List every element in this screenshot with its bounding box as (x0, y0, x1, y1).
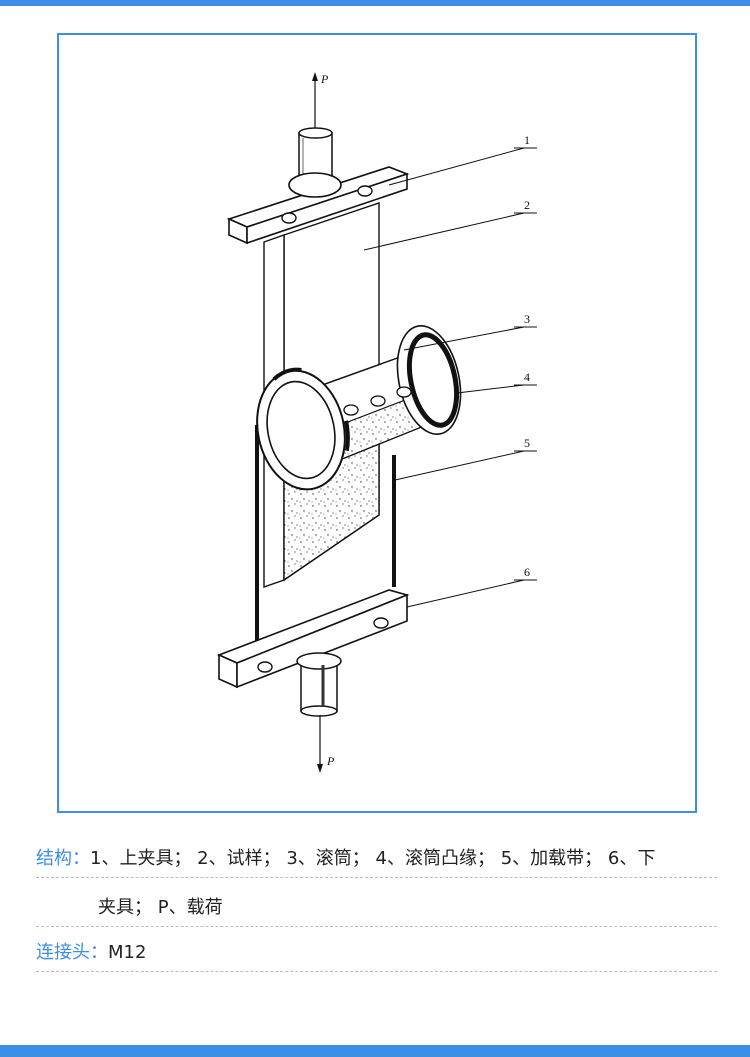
bottom-accent-bar (0, 1045, 750, 1057)
part-label-6: 6 (524, 565, 530, 579)
structure-line-continued: 夹具； P、载荷 (36, 896, 717, 927)
bottom-load-label: P (326, 754, 335, 768)
loading-belt (255, 425, 396, 650)
structure-label: 结构： (36, 848, 90, 869)
callout-3: 3 (403, 312, 537, 351)
callout-5: 5 (394, 436, 537, 481)
connector-line: 连接头：M12 (36, 941, 717, 972)
part-label-4: 4 (524, 370, 530, 384)
bottom-connector (296, 652, 342, 717)
callout-1: 1 (388, 133, 537, 186)
structure-line: 结构：1、上夹具； 2、试样； 3、滚筒； 4、滚筒凸缘； 5、加载带； 6、下 (36, 847, 717, 878)
structure-text-line1: 1、上夹具； 2、试样； 3、滚筒； 4、滚筒凸缘； 5、加载带； 6、下 (90, 848, 656, 869)
drum (256, 325, 462, 493)
callout-4: 4 (456, 370, 537, 394)
connector-label: 连接头： (36, 942, 108, 963)
top-accent-bar (0, 0, 750, 6)
lower-clamp (216, 589, 410, 689)
structure-text-line2: 夹具； P、载荷 (98, 897, 223, 918)
callout-2: 2 (363, 198, 537, 251)
part-label-3: 3 (524, 312, 530, 326)
top-load-label: P (320, 72, 329, 86)
part-label-1: 1 (524, 133, 530, 147)
part-label-2: 2 (524, 198, 530, 212)
top-load-arrow: P (312, 72, 329, 135)
figure-frame: P (57, 33, 697, 813)
callout-6: 6 (406, 565, 537, 608)
apparatus-diagram: P (216, 72, 537, 773)
bottom-load-arrow: P (317, 715, 335, 773)
part-label-5: 5 (524, 436, 530, 450)
connector-value: M12 (108, 942, 147, 963)
upper-clamp (226, 166, 410, 245)
